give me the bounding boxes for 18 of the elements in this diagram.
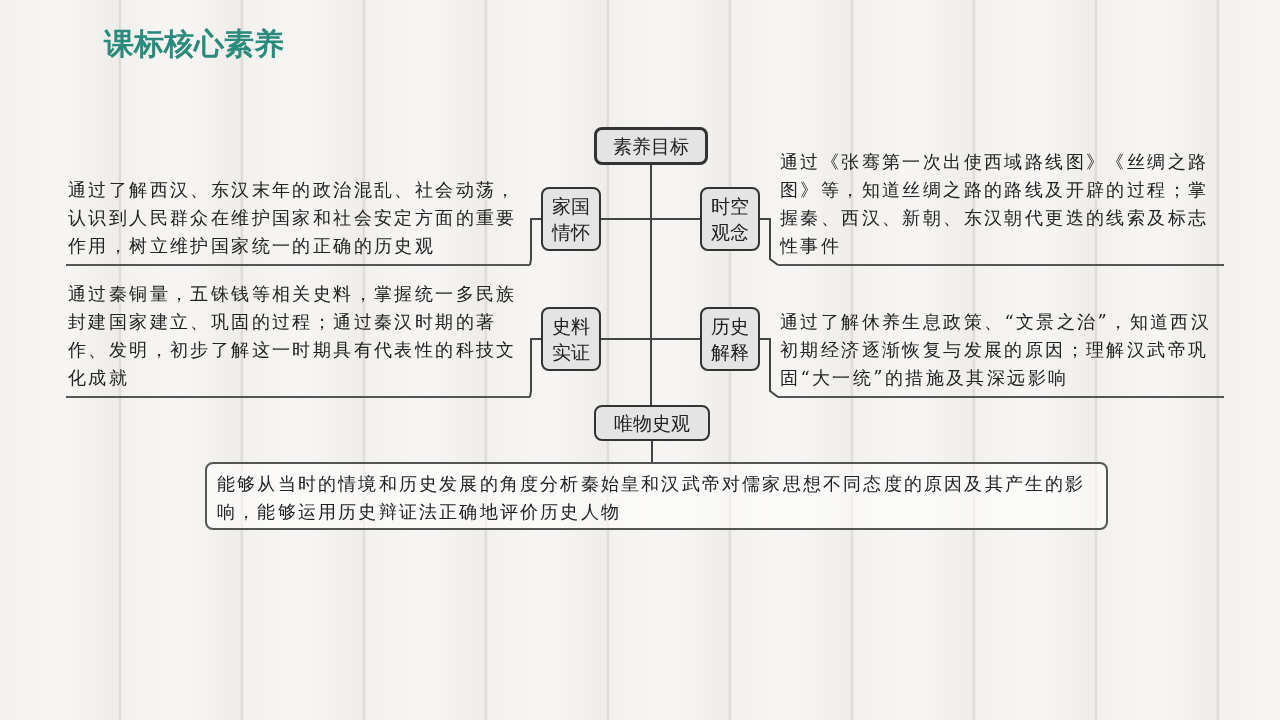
leader-line xyxy=(759,338,779,398)
page-title: 课标核心素养 xyxy=(104,25,284,63)
category-box: 历史解释 xyxy=(700,307,760,371)
leader-line xyxy=(529,218,542,266)
category-box: 史料实证 xyxy=(541,307,601,371)
connector-line xyxy=(651,440,653,463)
description-box: 能够从当时的情境和历史发展的角度分析秦始皇和汉武帝对儒家思想不同态度的原因及其产生的影响，能够运用历史辩证法正确地评价历史人物 xyxy=(205,462,1108,530)
description-text: 通过秦铜量，五铢钱等相关史料，掌握统一多民族封建国家建立、巩固的过程；通过秦汉时期的著作、发明，初步了解这一时期具有代表性的科技文化成就 xyxy=(66,282,530,398)
goal-box: 素养目标 xyxy=(594,127,708,165)
category-box: 唯物史观 xyxy=(594,405,710,441)
description-text: 通过了解西汉、东汉末年的政治混乱、社会动荡，认识到人民群众在维护国家和社会安定方面的重要作用，树立维护国家统一的正确的历史观 xyxy=(66,170,530,266)
description-text: 通过了解休养生息政策、“文景之治”，知道西汉初期经济逐渐恢复与发展的原因；理解汉武帝巩固“大一统”的措施及其深远影响 xyxy=(778,306,1224,398)
leader-line xyxy=(759,218,779,266)
leader-line xyxy=(529,338,542,398)
category-box: 时空观念 xyxy=(700,187,760,251)
description-text: 通过《张骞第一次出使西域路线图》《丝绸之路图》等，知道丝绸之路的路线及开辟的过程；掌握秦、西汉、新朝、东汉朝代更迭的线索及标志性事件 xyxy=(778,148,1224,266)
category-box: 家国情怀 xyxy=(541,187,601,251)
connector-line xyxy=(650,164,652,406)
